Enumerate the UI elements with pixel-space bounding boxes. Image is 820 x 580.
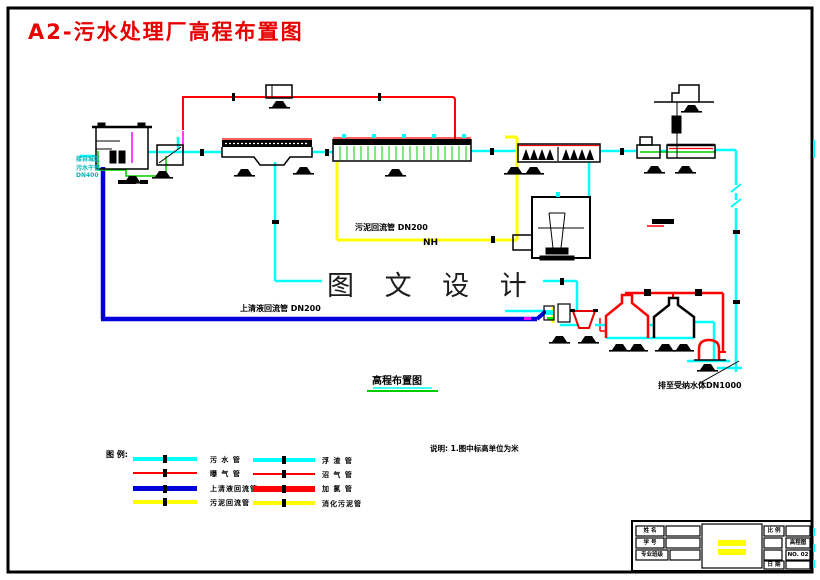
title-block-grid (631, 520, 813, 572)
valve-icon (163, 484, 167, 493)
outfall-label: 排至受纳水体DN1000 (658, 381, 742, 390)
inlet-label-line1: 接自城区 (76, 156, 101, 163)
supernatant-return-pipe-label: 上清液回流管 DN200 (240, 304, 321, 313)
legend-label-scum: 浮 渣 管 (322, 457, 353, 465)
inlet-label-line3: DN400 (76, 172, 99, 179)
aeration-tank (332, 134, 472, 162)
gas-holder (694, 338, 726, 361)
legend-label-supernatant: 上清液回流管 (210, 485, 258, 493)
legend-line-sewage (133, 455, 197, 463)
sewage-pipe-cyan (80, 137, 742, 372)
thickener-funnel (570, 309, 598, 329)
note-text: 说明: 1.图中标高单位为米 (430, 444, 519, 453)
legend-label-air: 曝 气 管 (210, 470, 241, 478)
grit-chamber (221, 140, 313, 166)
digester-2 (652, 296, 696, 338)
valve-icon (163, 469, 167, 477)
legend-label-biogas: 沼 气 管 (322, 471, 353, 479)
titleblock-date-label: 日 期 (767, 562, 781, 568)
legend-label-sludge-return: 污泥回流管 (210, 499, 250, 507)
legend-line-scum (253, 456, 315, 464)
legend-line-supernatant (133, 484, 197, 493)
secondary-clarifier (517, 143, 601, 163)
marker-magenta (524, 317, 531, 320)
air-pipe-valves (232, 93, 702, 296)
titleblock-id-label: 学 号 (643, 540, 657, 546)
sludge-return-pipe-label: 污泥回流管 DN200 (355, 223, 428, 232)
sheet-border (6, 6, 815, 574)
legend-title: 图 例: (106, 450, 128, 459)
caption-underline (367, 387, 438, 392)
drawing-title: A2-污水处理厂高程布置图 (28, 20, 304, 44)
outlet-weir (652, 219, 674, 224)
contact-tank (636, 136, 716, 159)
nh-label: NH (423, 238, 439, 248)
digester-1 (604, 293, 650, 338)
pump-skid (543, 303, 571, 323)
flow-meter-structure (654, 84, 714, 158)
legend-line-digested-sludge (253, 499, 315, 507)
sludge-pump-house (512, 192, 591, 261)
titleblock-name-label: 姓 名 (643, 528, 657, 534)
titleblock-sheet-no: NO. 02 (787, 552, 809, 558)
titleblock-class-label: 专业班级 (640, 552, 663, 558)
inlet-pump-house (92, 122, 152, 170)
blower-house (265, 84, 293, 99)
legend-label-digested-sludge: 消化污泥管 (322, 500, 362, 508)
pipe-tick-marks (200, 148, 740, 304)
titleblock-scale-label: 比 例 (767, 528, 781, 534)
valve-icon (282, 470, 286, 478)
valve-icon (282, 499, 286, 507)
valve-icon (163, 498, 167, 506)
sludge-pipe-valve (491, 236, 495, 243)
legend-label-chlorine: 加 氯 管 (322, 485, 353, 493)
green-tick (547, 317, 554, 320)
valve-icon (282, 456, 286, 464)
watermark-text: 图 文 设 计 (322, 264, 543, 303)
legend-line-sludge-return (133, 498, 197, 506)
legend-label-sewage: 污 水 管 (210, 456, 241, 464)
legend-line-air (133, 469, 197, 477)
inlet-label-line2: 污水干管 (76, 165, 101, 172)
fine-screen (156, 144, 184, 166)
legend-line-biogas (253, 470, 315, 478)
diagram-caption: 高程布置图 (372, 376, 422, 387)
titleblock-drawing-name: 高程图 (789, 540, 807, 546)
outfall-leader (699, 360, 740, 384)
valve-icon (163, 455, 167, 463)
legend-line-chlorine (253, 485, 315, 493)
valve-icon (282, 485, 286, 493)
sewage-pipe-flow-arrows (730, 183, 742, 208)
